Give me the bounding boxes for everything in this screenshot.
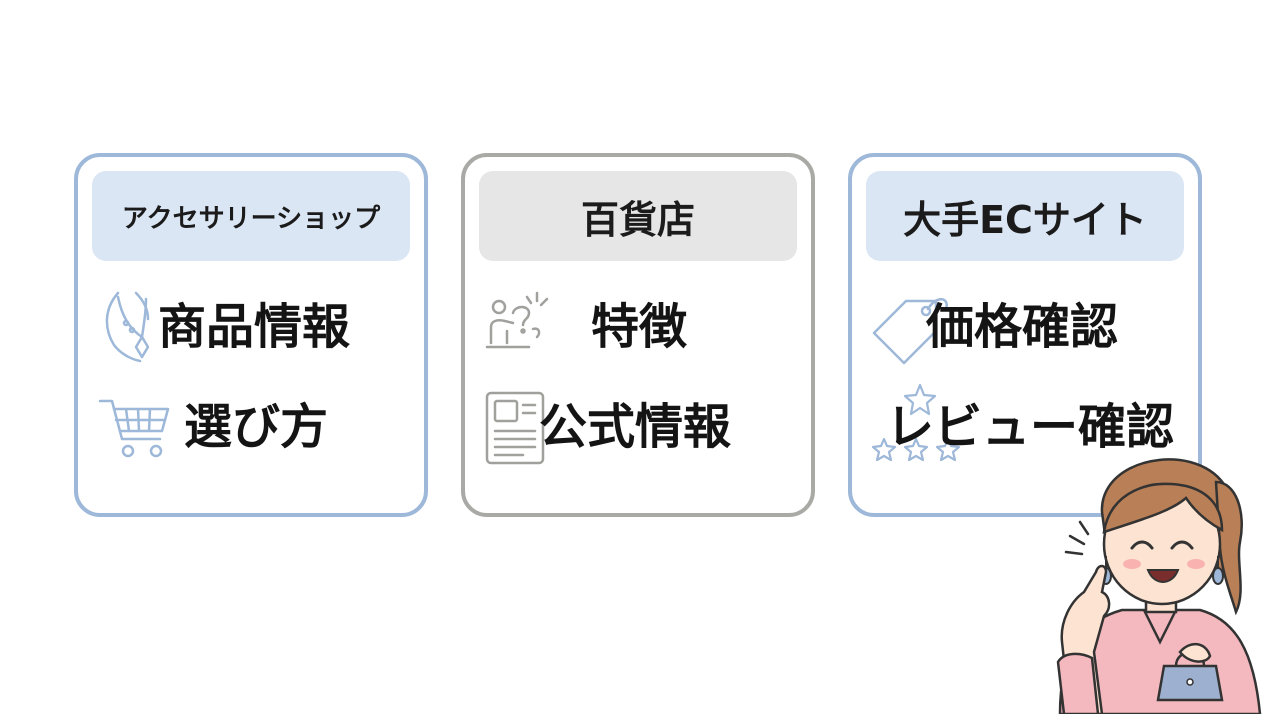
ec-site-card: 大手ECサイト 価格確認 レビュー確認 [848, 153, 1202, 517]
list-item: 商品情報 [96, 287, 422, 367]
idea-person-icon [485, 291, 549, 349]
list-item: レビュー確認 [870, 383, 1196, 467]
list-item: 選び方 [96, 387, 422, 467]
star-rating-icon [871, 383, 961, 462]
card-header: 大手ECサイト [866, 171, 1184, 261]
item-label: 公式情報 [539, 399, 732, 455]
list-item: 公式情報 [483, 387, 809, 467]
card-header: 百貨店 [479, 171, 797, 261]
necklace-icon [105, 291, 150, 363]
woman-illustration [1056, 458, 1262, 714]
price-tag-icon [872, 298, 948, 365]
department-store-card: 百貨店 特徴 [461, 153, 815, 517]
list-item: 価格確認 [870, 287, 1196, 367]
item-label: 選び方 [184, 399, 329, 455]
item-label: レビュー確認 [886, 399, 1175, 455]
document-icon [485, 391, 545, 465]
shopping-cart-icon [98, 399, 170, 458]
list-item: 特徴 [483, 287, 809, 367]
item-label: 商品情報 [158, 299, 351, 355]
item-label: 特徴 [591, 299, 688, 355]
item-label: 価格確認 [926, 299, 1119, 355]
accessory-shop-card: アクセサリーショップ 商品情報 [74, 153, 428, 517]
card-header: アクセサリーショップ [92, 171, 410, 261]
